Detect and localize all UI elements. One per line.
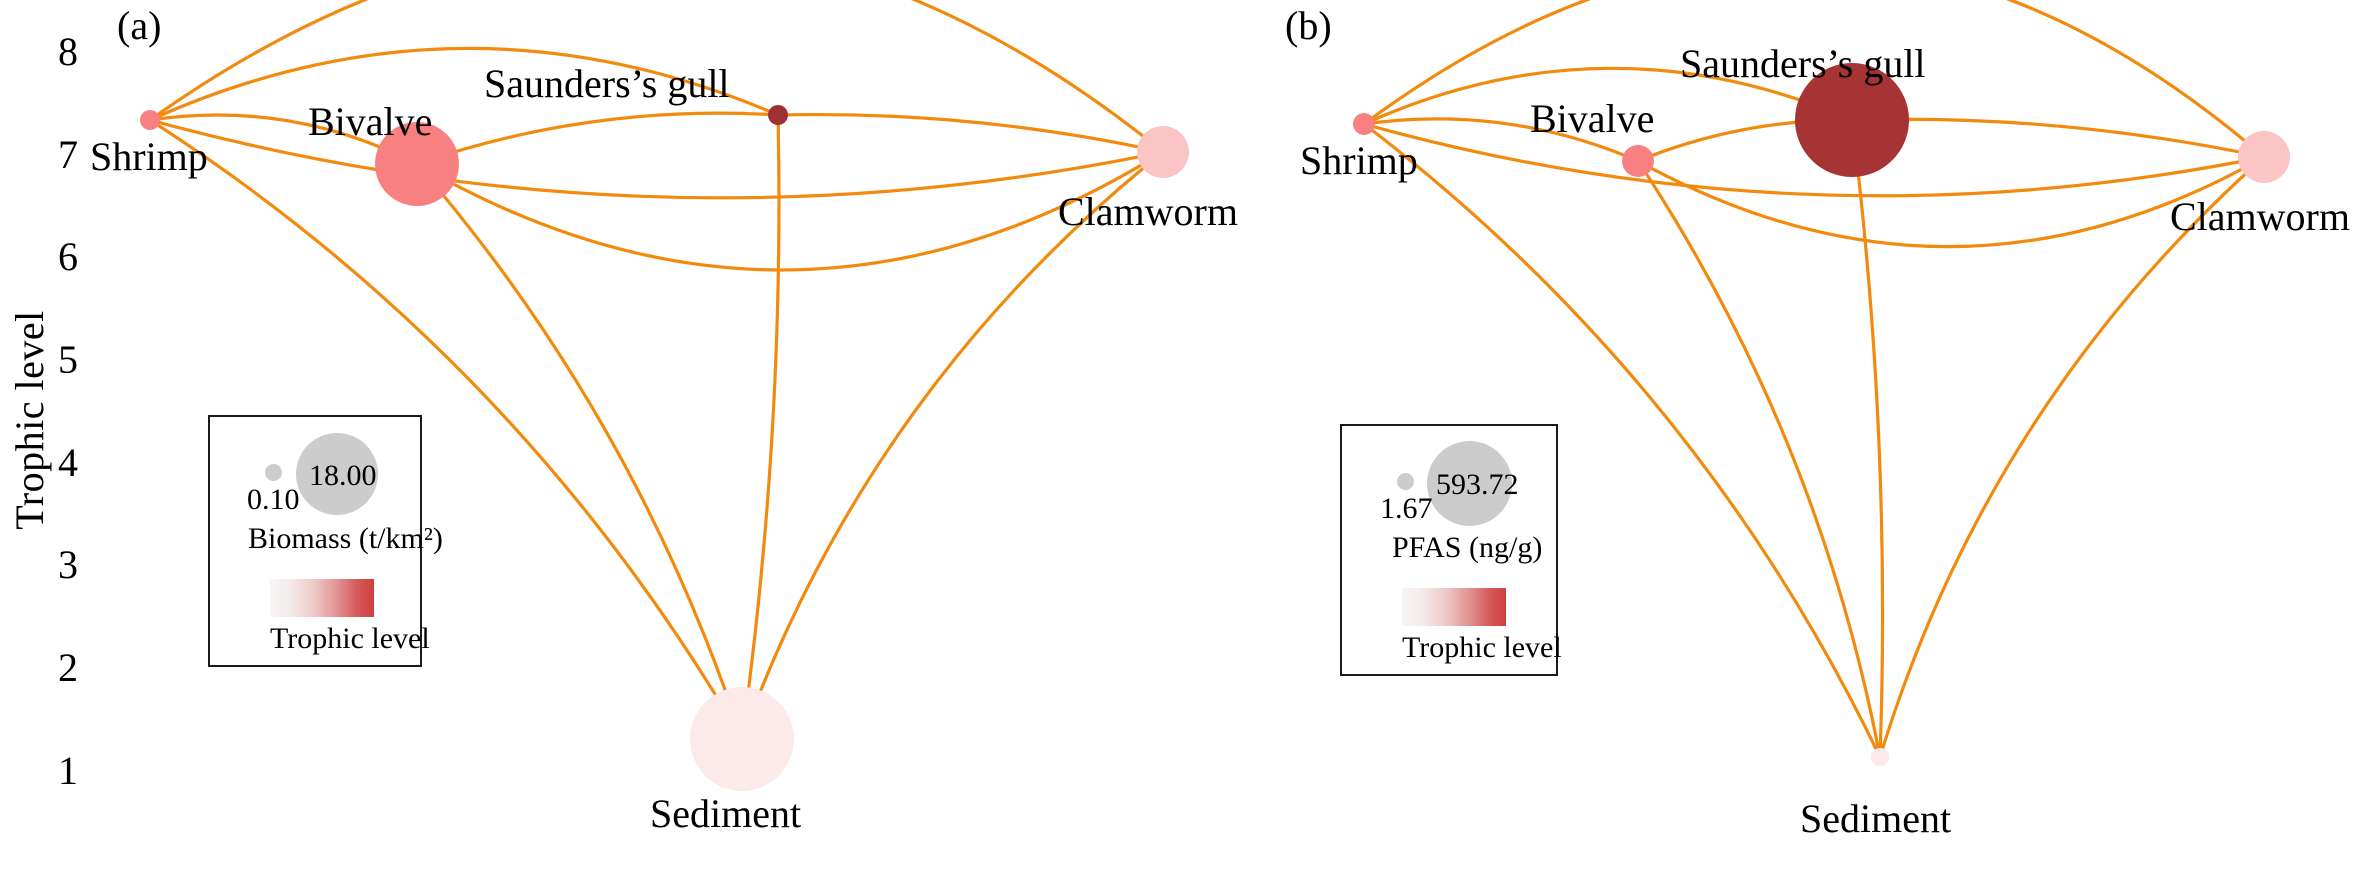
node-label-shrimp: Shrimp [90, 134, 208, 179]
legend-bubble-large-b [1427, 441, 1512, 526]
edge-Saunderssgull-to-Clamworm [1850, 117, 2266, 159]
edge-Bivalve-to-Saunderssgull [415, 111, 780, 166]
legend-box-a: 0.10 18.00 Biomass (t/km²) Trophic level [208, 415, 443, 667]
y-tick-5: 5 [58, 337, 78, 383]
edge-Saunderssgull-to-Clamworm [776, 112, 1165, 154]
legend-size-title-a: Biomass (t/km²) [248, 522, 443, 555]
node-label-clamworm: Clamworm [1058, 189, 1238, 234]
y-tick-4: 4 [58, 439, 78, 485]
y-tick-6: 6 [58, 234, 78, 280]
node-label-sediment: Sediment [1800, 796, 1952, 841]
node-sediment[interactable] [690, 687, 794, 791]
edge-Shrimp-to-Bivalve [1362, 117, 1640, 163]
edge-Sediment-to-Shrimp [1362, 122, 1882, 759]
node-shrimp[interactable] [140, 110, 160, 130]
legend-bubble-small-value-b: 1.67 [1380, 492, 1433, 525]
node-label-saunders-s-gull: Saunders’s gull [484, 61, 730, 106]
node-saunders-s-gull[interactable] [768, 105, 788, 125]
node-clamworm[interactable] [1137, 126, 1189, 178]
y-tick-2: 2 [58, 645, 78, 691]
node-saunders-s-gull[interactable] [1795, 63, 1909, 177]
node-shrimp[interactable] [1353, 113, 1375, 135]
legend-bubble-large-a [296, 433, 378, 515]
edge-Sediment-to-Bivalve [1636, 159, 1882, 759]
node-sediment[interactable] [1871, 748, 1889, 766]
edge-Sediment-to-Clamworm [1878, 155, 2266, 759]
legend-bubble-large-value-a: 18.00 [309, 459, 377, 492]
legend-bubble-small-b [1397, 473, 1414, 490]
node-label-clamworm: Clamworm [2170, 194, 2350, 239]
nodes-panel-b [1353, 63, 2290, 766]
node-label-saunders-s-gull: Saunders’s gull [1680, 41, 1926, 86]
edge-Bivalve-to-Clamworm [415, 150, 1165, 272]
edge-Shrimp-to-Saunderssgull [148, 46, 780, 122]
legend-color-gradient-b [1402, 588, 1506, 626]
legend-bubble-large-value-b: 593.72 [1436, 468, 1519, 501]
node-label-bivalve: Bivalve [308, 99, 433, 144]
node-bivalve[interactable] [1622, 145, 1654, 177]
panel-letter-a: (a) [117, 3, 162, 48]
nodes-panel-a [140, 105, 1189, 791]
edges-panel-b [1362, 0, 2266, 759]
edge-Bivalve-to-Clamworm [1636, 155, 2266, 249]
node-bivalve[interactable] [375, 122, 459, 206]
y-tick-1: 1 [58, 747, 78, 793]
legend-color-title-a: Trophic level [270, 622, 430, 655]
y-tick-7: 7 [58, 131, 78, 177]
legend-color-title-b: Trophic level [1402, 631, 1562, 664]
edge-Sediment-to-Saunderssgull [1850, 118, 1885, 759]
edge-Sediment-to-Shrimp [148, 118, 744, 741]
node-label-shrimp: Shrimp [1300, 138, 1418, 183]
edge-Shrimp-to-Clamworm [148, 118, 1165, 200]
legend-bubble-small-a [265, 464, 282, 481]
legend-box-b: 1.67 593.72 PFAS (ng/g) Trophic level [1340, 424, 1562, 676]
edge-Shrimp-to-Saunderssgull [1362, 66, 1854, 126]
edge-Sediment-to-Saunderssgull [740, 113, 781, 741]
legend-size-title-b: PFAS (ng/g) [1392, 531, 1543, 564]
edge-Sediment-to-Bivalve [415, 162, 744, 741]
edge-Sediment-to-Clamworm [740, 150, 1165, 741]
node-clamworm[interactable] [2238, 131, 2290, 183]
edges-panel-a [148, 0, 1165, 741]
edge-Shrimp-to-Clamworm [1362, 0, 2266, 159]
edge-Shrimp-to-Clamworm [1362, 122, 2266, 198]
node-label-bivalve: Bivalve [1530, 96, 1655, 141]
panel-letter-b: (b) [1285, 3, 1332, 48]
node-label-sediment: Sediment [650, 791, 802, 836]
legend-color-gradient-a [270, 579, 374, 617]
legend-bubble-small-value-a: 0.10 [247, 483, 300, 516]
y-tick-3: 3 [58, 542, 78, 588]
y-tick-8: 8 [58, 28, 78, 74]
edge-Shrimp-to-Clamworm [148, 0, 1165, 154]
